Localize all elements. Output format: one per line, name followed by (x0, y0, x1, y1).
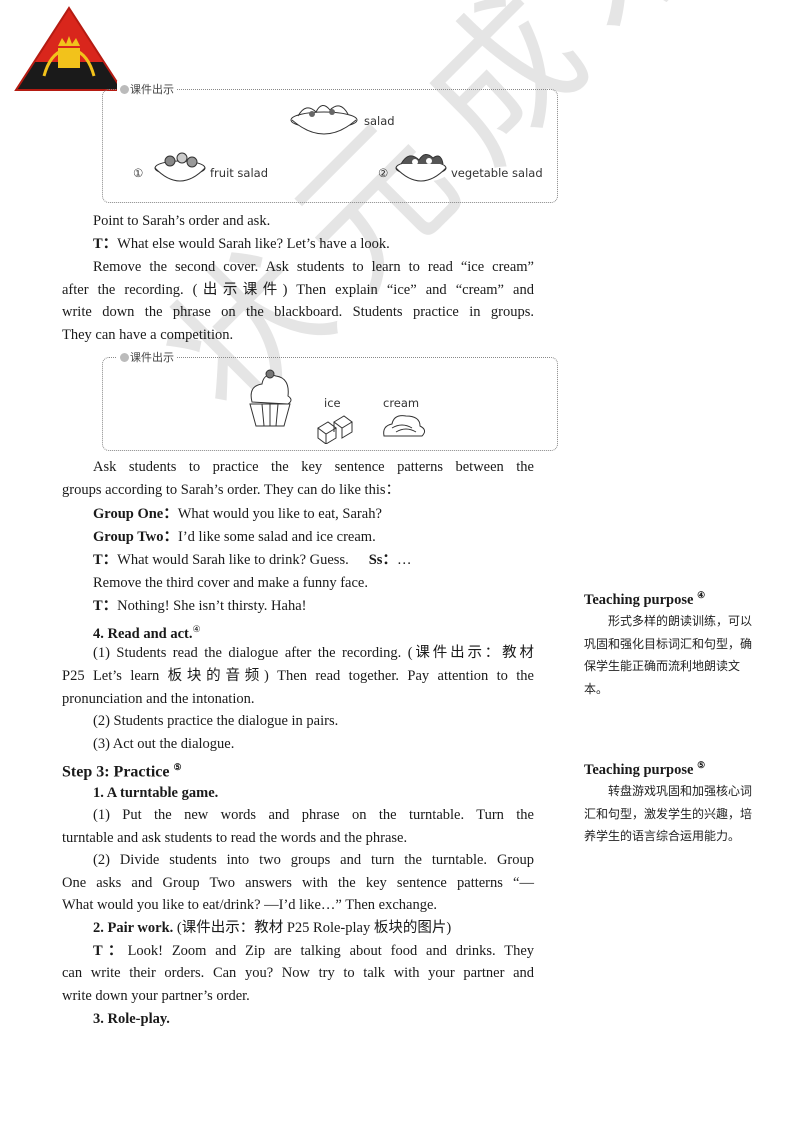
item-number-1: ① (133, 166, 144, 180)
text-line: Ask students to practice the key sentenc… (93, 459, 534, 475)
section-heading: 4. Read and act.④ (93, 624, 201, 642)
section-heading: 1. A turntable game. (93, 785, 219, 801)
text-line: One asks and Group Two answers with the … (62, 875, 534, 891)
text-line: Point to Sarah’s order and ask. (93, 213, 271, 229)
text-line: T：What else would Sarah like? Let’s have… (93, 236, 390, 252)
salad-label: salad (364, 114, 395, 128)
text-line: Group One：What would you like to eat, Sa… (93, 506, 382, 522)
text-line: (1) Students read the dialogue after the… (93, 645, 534, 661)
text-line: turntable and ask students to read the w… (62, 830, 408, 846)
text-line: after the recording. (出示课件) Then explain… (62, 282, 534, 298)
text-line: P25 Let’s learn 板块的音频) Then read togethe… (62, 668, 534, 684)
text-line: groups according to Sarah’s order. They … (62, 482, 400, 498)
speaker-label: T： (93, 552, 118, 568)
courseware-tag: 课件出示 (117, 349, 177, 365)
text-line: T：Nothing! She isn’t thirsty. Haha! (93, 598, 307, 614)
text-line: Group Two：I’d like some salad and ice cr… (93, 529, 376, 545)
text-line: can write their orders. Can you? Now try… (62, 965, 534, 981)
section-heading: 2. Pair work. (课件出示：教材 P25 Role-play 板块的… (93, 920, 452, 936)
text-line: T：Look! Zoom and Zip are talking about f… (93, 943, 535, 959)
text-line: pronunciation and the intonation. (62, 691, 255, 707)
publisher-logo (14, 6, 124, 91)
speaker-label: T： (93, 943, 128, 959)
speaker-label: Group One： (93, 506, 178, 522)
text-line: write down your partner’s order. (62, 988, 250, 1004)
speaker-label: T： (93, 236, 118, 252)
text-line: write down the phrase on the blackboard.… (62, 304, 534, 320)
text-line: (3) Act out the dialogue. (93, 736, 235, 752)
text-line: (2) Divide students into two groups and … (93, 852, 534, 868)
vegetable-salad-icon (395, 154, 447, 182)
section-heading: 3. Role-play. (93, 1011, 170, 1027)
speaker-label: T： (93, 598, 118, 614)
teaching-purpose-title: Teaching purpose ④ (584, 590, 706, 608)
fruit-salad-label: fruit salad (210, 166, 269, 180)
text-line: (1) Put the new words and phrase on the … (93, 807, 534, 823)
courseware-box-ice-cream (102, 357, 558, 451)
courseware-tag: 课件出示 (117, 81, 177, 97)
text-line: Remove the third cover and make a funny … (93, 575, 368, 591)
ice-cubes-icon (317, 415, 353, 444)
ice-label: ice (324, 396, 341, 410)
speaker-label: Ss： (368, 552, 397, 568)
speaker-label: Group Two： (93, 529, 179, 545)
teaching-purpose-title: Teaching purpose ⑤ (584, 760, 706, 778)
cream-label: cream (383, 396, 420, 410)
teaching-purpose-text: 形式多样的朗读训练，可以巩固和强化目标词汇和句型，确保学生能正确而流利地朗读文本… (584, 614, 753, 696)
text-line: What would you like to eat/drink? —I’d l… (62, 897, 438, 913)
text-line: They can have a competition. (62, 327, 234, 343)
text-line: T：What would Sarah like to drink? Guess.… (93, 552, 412, 568)
step-heading: Step 3: Practice ⑤ (62, 762, 182, 781)
fruit-salad-icon (154, 152, 206, 182)
item-number-2: ② (378, 166, 389, 180)
cream-icon (383, 415, 426, 437)
text-line: (2) Students practice the dialogue in pa… (93, 713, 339, 729)
text-line: Remove the second cover. Ask students to… (93, 259, 534, 275)
vegetable-salad-label: vegetable salad (451, 166, 543, 180)
courseware-box-salad (102, 89, 558, 203)
cupcake-icon (249, 369, 292, 427)
teaching-purpose-text: 转盘游戏巩固和加强核心词汇和句型，激发学生的兴趣，培养学生的语言综合运用能力。 (584, 784, 753, 843)
salad-bowl-icon (290, 105, 358, 135)
